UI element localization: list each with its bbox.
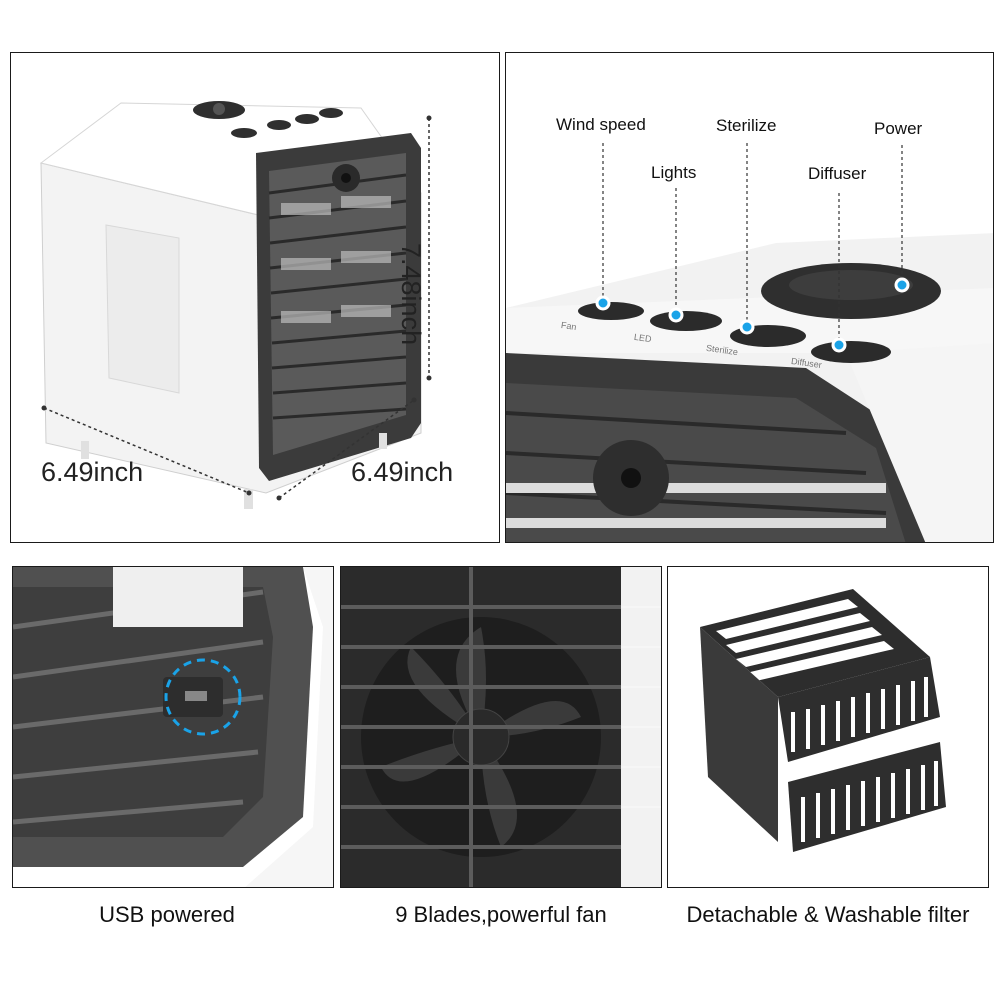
sterilize-label: Sterilize <box>716 116 777 135</box>
wind-speed-label: Wind speed <box>556 115 646 134</box>
power-label: Power <box>874 119 923 138</box>
fan-caption: 9 Blades,powerful fan <box>395 902 607 927</box>
filter-panel <box>667 566 989 888</box>
air-cooler-front-view <box>39 101 432 509</box>
fan-print: Fan <box>560 319 578 333</box>
diffuser-label: Diffuser <box>808 164 867 183</box>
fan-grille-closeup <box>341 567 661 887</box>
usb-caption: USB powered <box>99 902 235 927</box>
dimensions-panel: 7.48inch 6.49inch 6.49inch <box>10 52 500 543</box>
height-dimension-label: 7.48inch <box>396 243 426 346</box>
fan-panel <box>340 566 662 888</box>
control-top-closeup <box>506 143 993 542</box>
width-right-dimension-label: 6.49inch <box>351 457 454 487</box>
filter-caption: Detachable & Washable filter <box>686 902 970 927</box>
lights-label: Lights <box>651 163 697 182</box>
width-left-dimension-label: 6.49inch <box>41 457 144 487</box>
usb-panel <box>12 566 334 888</box>
filter-cartridge <box>668 567 988 887</box>
usb-port-closeup <box>13 567 333 887</box>
controls-panel: Wind speed Lights Sterilize Diffuser Pow… <box>505 52 994 543</box>
